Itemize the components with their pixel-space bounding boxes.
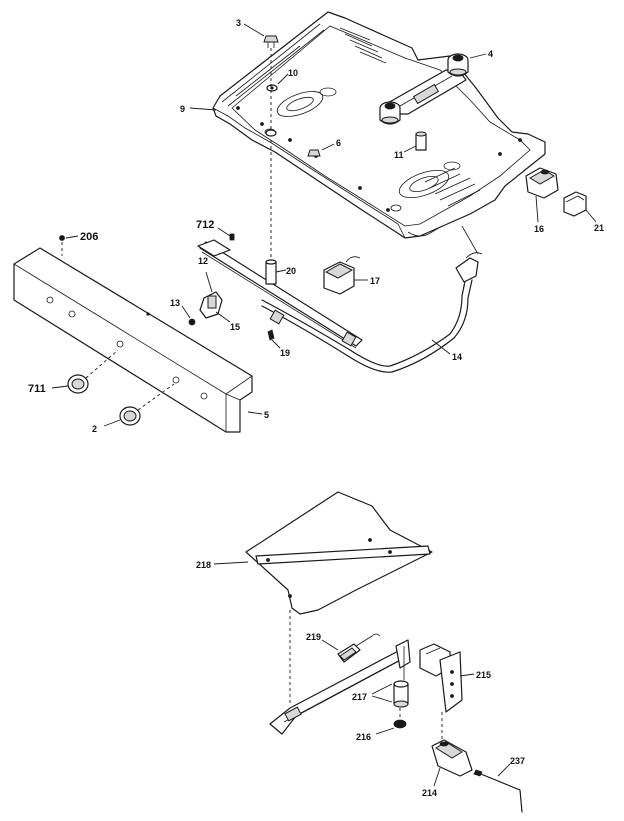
callout-712: 712 bbox=[196, 219, 214, 231]
part-15-callout: 15 bbox=[215, 311, 240, 332]
part-5-control-panel: 5 bbox=[13, 247, 269, 433]
callout-6: 6 bbox=[336, 138, 341, 148]
part-218-baffle: 218 bbox=[196, 491, 433, 615]
part-11-bracket: 11 bbox=[394, 131, 427, 160]
callout-218: 218 bbox=[196, 560, 211, 570]
part-215-bracket: 215 bbox=[419, 643, 491, 740]
callout-206: 206 bbox=[80, 231, 98, 243]
part-12-valve: 12 bbox=[198, 256, 223, 319]
callout-17: 17 bbox=[370, 276, 380, 286]
callout-237: 237 bbox=[510, 756, 525, 766]
burner-box bbox=[212, 11, 546, 239]
manifold-assembly: 14 bbox=[197, 225, 483, 373]
callout-15: 15 bbox=[230, 322, 240, 332]
callout-13: 13 bbox=[170, 298, 180, 308]
part-206-clip: 206 bbox=[59, 231, 98, 256]
callout-215: 215 bbox=[476, 670, 491, 680]
callout-217: 217 bbox=[352, 692, 367, 702]
part-4-valve-assembly: 4 bbox=[379, 49, 493, 125]
part-2-knob: 2 bbox=[92, 383, 175, 434]
part-19-screw: 19 bbox=[267, 329, 290, 358]
part-217-orifice: 217 bbox=[352, 680, 409, 708]
callout-5: 5 bbox=[264, 410, 269, 420]
callout-216: 216 bbox=[356, 732, 371, 742]
callout-14: 14 bbox=[452, 352, 462, 362]
callout-10: 10 bbox=[288, 68, 298, 78]
part-237-rod: 237 bbox=[473, 756, 525, 813]
callout-219: 219 bbox=[306, 632, 321, 642]
callout-214: 214 bbox=[422, 788, 437, 798]
callout-16: 16 bbox=[534, 224, 544, 234]
part-712-screw: 712 bbox=[196, 219, 235, 241]
part-17-valve: 17 bbox=[323, 256, 380, 295]
part-9-callout: 9 bbox=[180, 104, 217, 114]
broil-burner-tube bbox=[269, 639, 411, 735]
part-216-nut: 216 bbox=[356, 708, 407, 742]
callout-711: 711 bbox=[28, 383, 46, 395]
part-3-screw: 3 bbox=[236, 18, 279, 48]
part-219-electrode: 219 bbox=[306, 632, 381, 663]
callout-21: 21 bbox=[594, 223, 604, 233]
callout-9: 9 bbox=[180, 104, 185, 114]
callout-12: 12 bbox=[198, 256, 208, 266]
part-20-spud: 20 bbox=[265, 259, 296, 285]
part-214-igniter: 214 bbox=[422, 739, 473, 798]
part-6-screw: 6 bbox=[307, 138, 341, 157]
part-16-module: 16 bbox=[525, 167, 559, 234]
callout-19: 19 bbox=[280, 348, 290, 358]
callout-3: 3 bbox=[236, 18, 241, 28]
callout-2: 2 bbox=[92, 424, 97, 434]
part-711-knob: 711 bbox=[28, 349, 119, 395]
grommet bbox=[265, 129, 277, 137]
part-10-washer: 10 bbox=[266, 68, 298, 92]
callout-11: 11 bbox=[394, 150, 404, 160]
part-13-washer: 13 bbox=[170, 298, 196, 326]
part-21-connector: 21 bbox=[563, 191, 604, 233]
callout-20: 20 bbox=[286, 266, 296, 276]
callout-4: 4 bbox=[488, 49, 493, 59]
